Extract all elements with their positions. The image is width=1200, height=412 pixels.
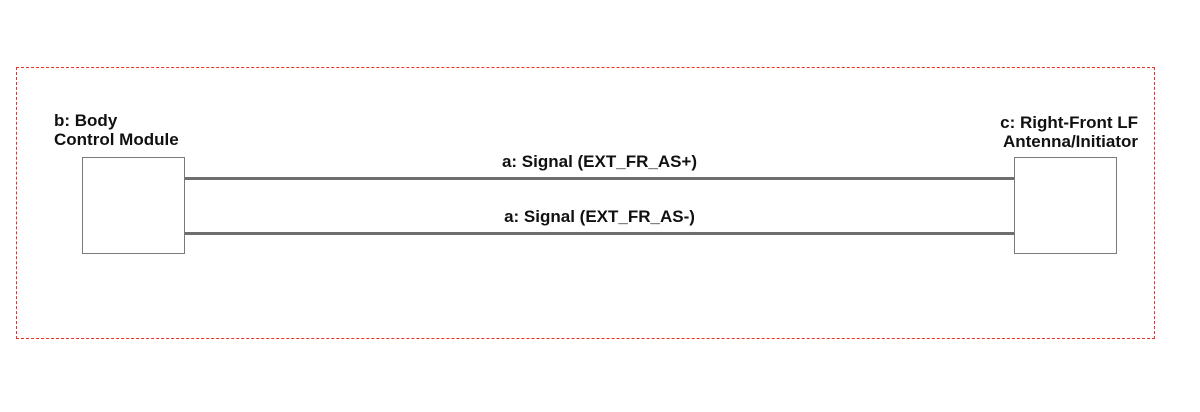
body-control-module-label-line1: b: Body (54, 111, 118, 130)
signal-positive-wire (185, 177, 1014, 180)
antenna-initiator-label-line2: Antenna/Initiator (1002, 132, 1138, 151)
antenna-initiator-label-line1: c: Right-Front LF (1000, 113, 1138, 132)
antenna-initiator-box (1014, 157, 1117, 254)
signal-positive-label: a: Signal (EXT_FR_AS+) (501, 152, 698, 171)
body-control-module-label-line2: Control Module (54, 130, 179, 149)
diagram-frame (16, 67, 1155, 339)
body-control-module-label: b: Body Control Module (54, 111, 179, 149)
body-control-module-box (82, 157, 185, 254)
signal-negative-wire (185, 232, 1014, 235)
signal-negative-label: a: Signal (EXT_FR_AS-) (504, 207, 695, 226)
antenna-initiator-label: c: Right-Front LF Antenna/Initiator (1000, 113, 1138, 151)
